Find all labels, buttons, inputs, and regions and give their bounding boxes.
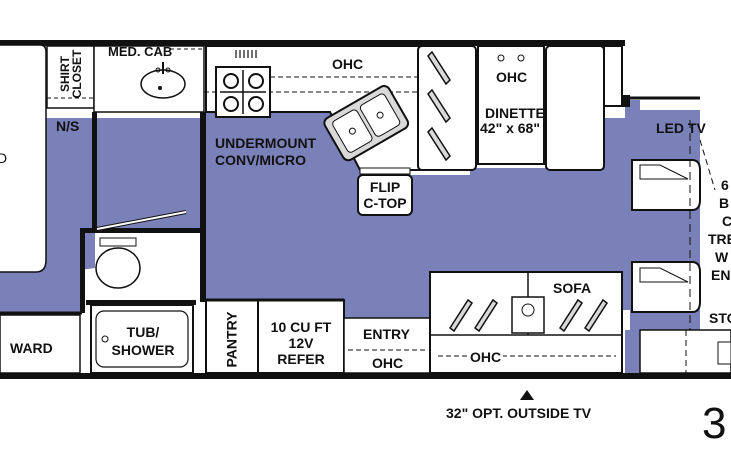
dinette-table	[477, 45, 545, 165]
cab-bed-en: EN	[711, 267, 731, 283]
undermount-label: UNDERMOUNT	[215, 135, 317, 151]
hall-floor	[95, 118, 205, 230]
bed	[0, 44, 47, 273]
toilet-icon	[95, 247, 141, 289]
cab-wall	[622, 95, 630, 107]
cab-bed-c: C	[722, 213, 731, 229]
wardrobe	[0, 314, 81, 374]
entry-ohc-label: OHC	[372, 355, 404, 371]
bed-cut-label: D	[0, 150, 8, 166]
outside-tv-arrow-icon	[520, 390, 534, 400]
tub-label: TUB/	[126, 324, 160, 340]
dinette-bench-right	[545, 45, 605, 171]
sofa-ohc-label: OHC	[468, 349, 504, 365]
pantry-label: PANTRY	[223, 311, 240, 368]
exterior-wall-bottom	[0, 373, 731, 379]
conv-micro-label: CONV/MICRO	[215, 152, 306, 168]
entry-label: ENTRY	[363, 326, 410, 342]
storage-label: STO	[709, 310, 731, 326]
wardrobe-label: WARD	[10, 340, 53, 356]
exterior-wall-top	[0, 40, 625, 46]
dinette-size-label: 42" x 68"	[480, 120, 540, 136]
refer-label-1: 10 CU FT	[270, 319, 332, 335]
shower-label: SHOWER	[111, 342, 175, 358]
led-tv-label: LED TV	[656, 120, 706, 136]
dinette-label: DINETTE	[485, 105, 545, 121]
flip-counter-top	[357, 174, 413, 216]
living-floor	[203, 100, 640, 373]
med-cab-label: MED. CAB	[108, 44, 173, 59]
cab-bed-w: W	[715, 249, 729, 265]
sofa-label: SOFA	[553, 280, 592, 296]
cab-bed-tre: TRE	[708, 231, 731, 247]
kitchen-ohc-label: OHC	[332, 56, 364, 72]
cab-bed-6: 6	[721, 177, 729, 193]
entry-step	[343, 317, 431, 374]
ns-label: N/S	[56, 118, 80, 134]
shirt-closet-label: SHIRT CLOSET	[58, 49, 84, 99]
pantry	[205, 299, 259, 374]
kitchen-sink-icon	[323, 85, 410, 162]
flip-label: FLIP	[369, 179, 401, 195]
outside-tv-label: 32" OPT. OUTSIDE TV	[446, 405, 592, 421]
model-digit: 3	[702, 399, 727, 448]
dinette-ohc-label: OHC	[496, 69, 528, 85]
refer-label-2: 12V	[288, 335, 314, 351]
refer-label-3: REFER	[277, 351, 325, 367]
cab-bed-b: B	[719, 195, 730, 211]
lavatory-sink-icon	[140, 69, 186, 99]
c-top-label: C-TOP	[363, 195, 407, 211]
